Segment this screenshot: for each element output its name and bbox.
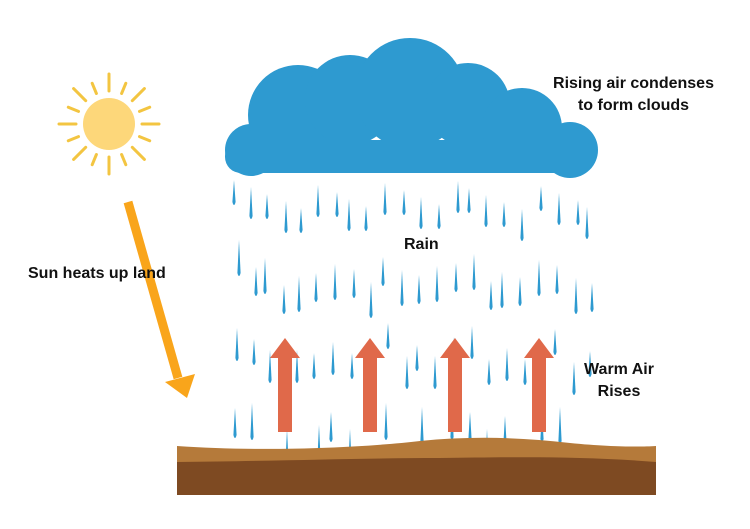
raindrop-icon bbox=[576, 200, 580, 225]
raindrop-icon bbox=[233, 408, 237, 438]
raindrop-icon bbox=[470, 326, 474, 359]
raindrop-icon bbox=[415, 345, 419, 371]
arrow-up-icon bbox=[355, 338, 385, 432]
raindrop-icon bbox=[472, 254, 476, 290]
raindrop-icon bbox=[585, 207, 589, 239]
ground-bottom-layer bbox=[177, 457, 656, 495]
sun-rays bbox=[57, 72, 161, 176]
raindrop-icon bbox=[381, 257, 385, 286]
raindrop-icon bbox=[572, 362, 576, 395]
raindrop-icon bbox=[419, 197, 423, 229]
raindrop-icon bbox=[352, 269, 356, 298]
sun-icon bbox=[57, 72, 161, 176]
raindrop-icon bbox=[282, 285, 286, 314]
sun-ray bbox=[130, 87, 146, 103]
raindrop-icon bbox=[333, 264, 337, 300]
raindrop-icon bbox=[384, 403, 388, 440]
raindrop-icon bbox=[435, 266, 439, 302]
raindrop-icon bbox=[574, 278, 578, 314]
raindrop-icon bbox=[468, 412, 472, 442]
arrow-up-icon bbox=[270, 338, 300, 432]
sun-ray bbox=[72, 145, 88, 161]
raindrop-icon bbox=[437, 204, 441, 229]
raindrop-icon bbox=[400, 270, 404, 306]
raindrop-icon bbox=[331, 342, 335, 375]
raindrop-icon bbox=[350, 353, 354, 379]
raindrop-icon bbox=[537, 260, 541, 296]
sun-ray bbox=[120, 81, 128, 95]
raindrop-icon bbox=[487, 359, 491, 385]
raindrop-icon bbox=[489, 281, 493, 310]
sun-ray bbox=[66, 105, 80, 113]
raindrop-icon bbox=[518, 277, 522, 306]
raindrop-icon bbox=[364, 206, 368, 231]
raindrop-icon bbox=[297, 276, 301, 312]
raindrop-icon bbox=[383, 183, 387, 215]
raindrop-icon bbox=[505, 348, 509, 381]
raindrop-icon bbox=[417, 275, 421, 304]
raindrop-icon bbox=[249, 187, 253, 219]
raindrop-icon bbox=[454, 263, 458, 292]
cloud-icon bbox=[225, 38, 598, 178]
raindrop-icon bbox=[314, 273, 318, 302]
sun-ray bbox=[138, 135, 152, 143]
raindrop-icon bbox=[335, 192, 339, 217]
raindrop-icon bbox=[347, 199, 351, 231]
raindrop-icon bbox=[386, 323, 390, 349]
raindrop-icon bbox=[284, 201, 288, 233]
raindrop-icon bbox=[237, 240, 241, 276]
raindrop-icon bbox=[555, 265, 559, 294]
sun-disc bbox=[83, 98, 135, 150]
raindrop-icon bbox=[299, 208, 303, 233]
raindrop-icon bbox=[405, 356, 409, 389]
raindrop-icon bbox=[250, 403, 254, 440]
arrow-up-icon bbox=[524, 338, 554, 432]
sun-ray bbox=[120, 153, 128, 167]
raindrop-icon bbox=[502, 202, 506, 227]
raindrop-icon bbox=[523, 359, 527, 385]
raindrop-icon bbox=[268, 350, 272, 383]
warm-air-arrows bbox=[270, 338, 554, 432]
raindrop-icon bbox=[329, 412, 333, 442]
raindrop-icon bbox=[558, 407, 562, 444]
raindrop-icon bbox=[232, 180, 236, 205]
raindrop-icon bbox=[295, 350, 299, 383]
sun-label: Sun heats up land bbox=[28, 265, 166, 282]
raindrop-icon bbox=[312, 353, 316, 379]
raindrop-icon bbox=[557, 193, 561, 225]
raindrop-icon bbox=[539, 186, 543, 211]
raindrop-icon bbox=[254, 267, 258, 296]
raindrop-icon bbox=[235, 328, 239, 361]
sun-ray bbox=[66, 135, 80, 143]
sun-ray bbox=[130, 145, 146, 161]
raindrop-icon bbox=[265, 194, 269, 219]
raindrop-icon bbox=[369, 282, 373, 318]
rain-label: Rain bbox=[404, 236, 439, 253]
rain-group bbox=[232, 180, 594, 466]
raindrop-icon bbox=[588, 351, 592, 377]
raindrop-icon bbox=[467, 188, 471, 213]
raindrop-icon bbox=[433, 356, 437, 389]
ground bbox=[177, 437, 656, 495]
warm-air-label: Warm Air Rises bbox=[584, 361, 654, 400]
sun-ray bbox=[72, 87, 88, 103]
raindrop-icon bbox=[456, 181, 460, 213]
raindrop-icon bbox=[316, 185, 320, 217]
raindrop-icon bbox=[553, 329, 557, 355]
sun-ray bbox=[90, 81, 98, 95]
clouds-label: Rising air condenses to form clouds bbox=[553, 75, 714, 114]
raindrop-icon bbox=[420, 407, 424, 444]
raindrop-icon bbox=[590, 283, 594, 312]
raindrop-icon bbox=[520, 209, 524, 241]
raindrop-icon bbox=[252, 339, 256, 365]
sun-ray bbox=[90, 153, 98, 167]
raindrop-icon bbox=[500, 272, 504, 308]
raindrop-icon bbox=[263, 258, 267, 294]
raindrop-icon bbox=[484, 195, 488, 227]
raindrop-icon bbox=[402, 190, 406, 215]
arrow-up-icon bbox=[440, 338, 470, 432]
sun-heat-arrow-icon bbox=[123, 200, 195, 398]
sun-ray bbox=[138, 105, 152, 113]
